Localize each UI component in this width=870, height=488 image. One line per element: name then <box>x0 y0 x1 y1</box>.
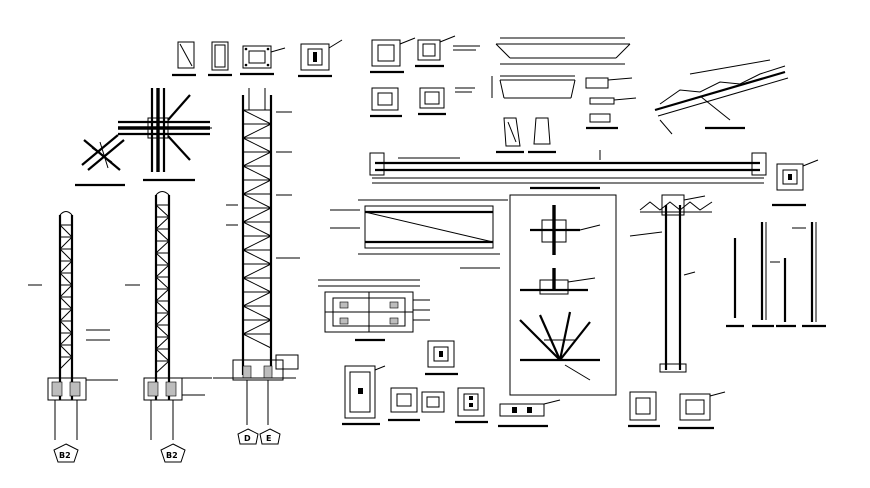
base-plate-3 <box>370 37 416 118</box>
base-plate-1 <box>240 45 286 76</box>
column-sections <box>726 222 826 328</box>
bottom-plate-1 <box>342 365 386 426</box>
base-plate-plan <box>318 279 430 342</box>
angle-section-details <box>496 117 556 154</box>
plate-callouts <box>453 45 480 93</box>
purlin-cleat-details <box>585 77 637 130</box>
tower-tag-2-label: B2 <box>166 451 178 460</box>
connection-detail-panel <box>509 194 617 396</box>
purlin-section-1 <box>495 37 631 65</box>
tower-tag-1-label: B2 <box>59 451 71 460</box>
lattice-tower-1 <box>28 211 118 440</box>
tower-tag-2: B2 <box>160 443 186 463</box>
base-plate-4 <box>415 35 456 116</box>
tower-tag-1: B2 <box>53 443 79 463</box>
purlin-section-2 <box>491 75 576 99</box>
plate-detail-2 <box>208 41 232 77</box>
bottom-plate-7 <box>678 391 726 430</box>
base-plate-2 <box>298 39 343 78</box>
tower-tag-e-label: E <box>266 434 271 443</box>
roof-sheet-detail <box>654 59 789 135</box>
long-beam-elevation <box>369 150 767 190</box>
bottom-plate-2 <box>388 387 420 422</box>
bottom-plate-4 <box>455 387 488 424</box>
bottom-plate-3 <box>425 340 458 376</box>
bottom-plate-5 <box>498 399 561 428</box>
tall-column-elevation <box>629 194 713 373</box>
truss-elevation <box>330 199 508 269</box>
plate-detail-1 <box>172 41 196 77</box>
tower-tag-d-label: D <box>244 434 251 443</box>
tower-tag-d: D <box>237 428 259 445</box>
bottom-plate-8 <box>421 391 445 413</box>
beam-end-section <box>772 159 819 207</box>
joint-detail-iso <box>75 134 125 187</box>
joint-detail-plan <box>118 88 212 182</box>
lattice-tower-3 <box>213 88 300 425</box>
lattice-tower-2 <box>125 191 212 440</box>
bottom-plate-6 <box>628 391 660 428</box>
tower-tag-e: E <box>259 428 281 445</box>
